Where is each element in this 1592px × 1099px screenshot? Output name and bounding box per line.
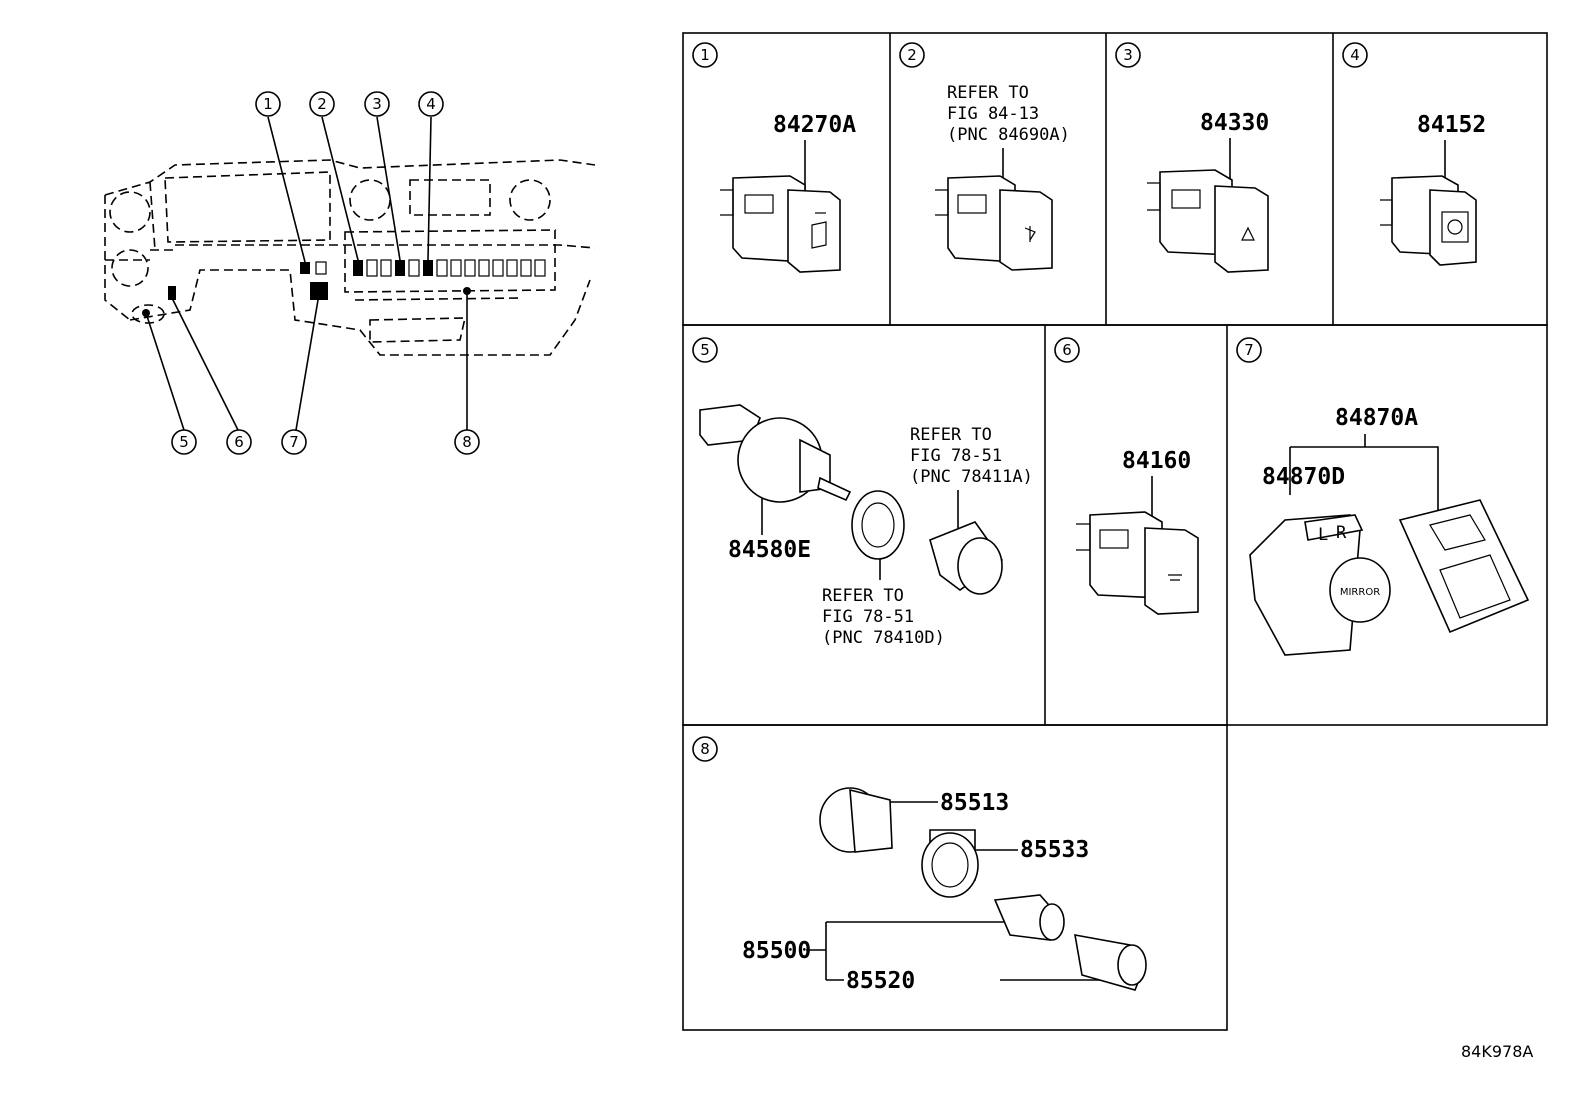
mirror-r-label: R xyxy=(1336,523,1347,543)
refer-line-3: (PNC 84690A) xyxy=(947,125,1070,145)
panel-index: 6 xyxy=(1062,341,1072,359)
callout-number: 7 xyxy=(289,433,299,451)
panel-2: 2 REFER TO FIG 84-13 (PNC 84690A) xyxy=(899,42,1070,271)
panel-6: 6 84160 xyxy=(1054,337,1199,615)
refer-a-line-2: FIG 78-51 xyxy=(910,446,1002,466)
overview-callout-2[interactable]: 2 xyxy=(309,91,335,117)
callout-number: 6 xyxy=(234,433,244,451)
switch-part-icon xyxy=(1380,175,1477,266)
part-number[interactable]: 84330 xyxy=(1200,110,1269,136)
panel-index: 3 xyxy=(1123,46,1133,64)
rotary-switch-icon xyxy=(699,404,1004,595)
panel-index: 7 xyxy=(1244,341,1254,359)
part-number[interactable]: 84160 xyxy=(1122,448,1191,474)
panel-index: 5 xyxy=(700,341,710,359)
refer-b-line-2: FIG 78-51 xyxy=(822,607,914,627)
callout-number: 5 xyxy=(179,433,189,451)
callout-number: 2 xyxy=(317,95,327,113)
part-number-85513[interactable]: 85513 xyxy=(940,790,1009,816)
switch-part-icon xyxy=(720,175,841,273)
panel-index: 4 xyxy=(1350,46,1360,64)
overview-callout-1[interactable]: 1 xyxy=(255,91,281,117)
mirror-l-label: L xyxy=(1318,525,1328,545)
overview-callout-7[interactable]: 7 xyxy=(281,429,307,455)
diagram-code: 84K978A xyxy=(1461,1042,1533,1061)
overview-callout-6[interactable]: 6 xyxy=(226,429,252,455)
cigarette-lighter-icon xyxy=(819,787,1147,991)
mirror-knob-label: MIRROR xyxy=(1340,587,1380,598)
part-number-85500[interactable]: 85500 xyxy=(742,938,811,964)
panel-4: 4 84152 xyxy=(1342,42,1486,266)
refer-line-2: FIG 84-13 xyxy=(947,104,1039,124)
instrument-panel-overview: 1 2 3 4 5 6 7 8 xyxy=(104,91,596,455)
refer-b-line-1: REFER TO xyxy=(822,586,904,606)
panel-8: 8 85513 85533 85500 85520 xyxy=(692,736,1147,994)
overview-callout-5[interactable]: 5 xyxy=(171,429,197,455)
part-number[interactable]: 84270A xyxy=(773,112,856,138)
panel-1: 1 84270A xyxy=(692,42,856,273)
switch-part-icon xyxy=(935,175,1053,271)
switch-part-icon xyxy=(1076,511,1199,615)
panel-index: 2 xyxy=(907,46,917,64)
overview-callout-4[interactable]: 4 xyxy=(418,91,444,117)
part-number-85520[interactable]: 85520 xyxy=(846,968,915,994)
overview-callout-3[interactable]: 3 xyxy=(364,91,390,117)
refer-b-line-3: (PNC 78410D) xyxy=(822,628,945,648)
panel-index: 8 xyxy=(700,740,710,758)
callout-number: 1 xyxy=(263,95,273,113)
panel-7: 7 84870A 84870D L R MIRROR xyxy=(1236,337,1530,656)
callout-number: 8 xyxy=(462,433,472,451)
part-number-85533[interactable]: 85533 xyxy=(1020,837,1089,863)
part-number[interactable]: 84580E xyxy=(728,537,811,563)
overview-callout-8[interactable]: 8 xyxy=(454,429,480,455)
refer-line-1: REFER TO xyxy=(947,83,1029,103)
part-number[interactable]: 84152 xyxy=(1417,112,1486,138)
refer-a-line-1: REFER TO xyxy=(910,425,992,445)
callout-number: 4 xyxy=(426,95,436,113)
panel-3: 3 84330 xyxy=(1115,42,1269,273)
mirror-switch-icon: L R MIRROR xyxy=(1249,499,1530,656)
panel-index: 1 xyxy=(700,46,710,64)
refer-a-line-3: (PNC 78411A) xyxy=(910,467,1033,487)
panel-grid xyxy=(682,32,1548,1031)
switch-row xyxy=(353,259,546,277)
part-number-84870a[interactable]: 84870A xyxy=(1335,405,1418,431)
callout-number: 3 xyxy=(372,95,382,113)
part-number-84870d[interactable]: 84870D xyxy=(1262,464,1345,490)
panel-5: 5 REFER TO FIG 78-51 (PNC 78411A) REFER … xyxy=(692,337,1033,648)
switch-part-icon xyxy=(1147,169,1269,273)
